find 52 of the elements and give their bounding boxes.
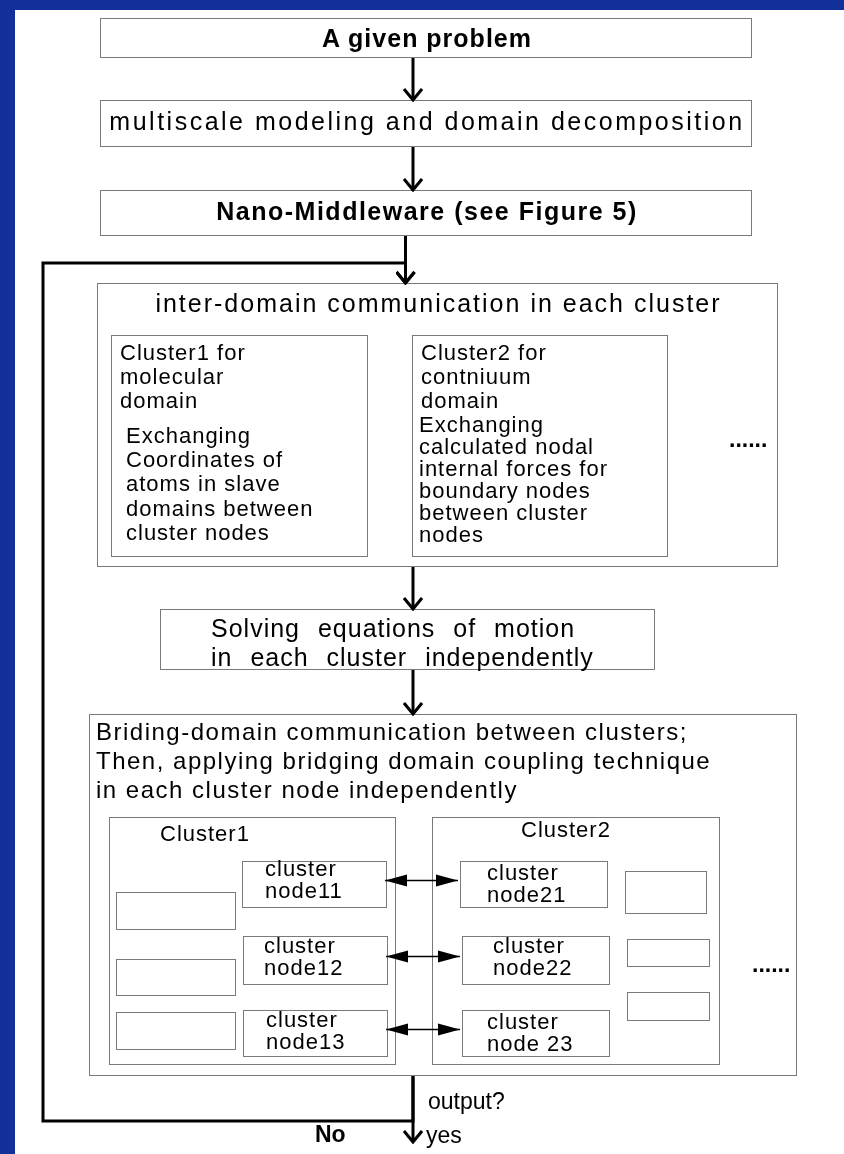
body-text: Exchanging calculated nodal internal forces for boundary nodes between cluster nodes (419, 414, 609, 546)
group-box (97, 283, 778, 567)
process-box (412, 335, 668, 557)
process-box (111, 335, 368, 557)
empty-box (627, 939, 710, 967)
box-label: Nano-Middleware (see Figure 5) (215, 197, 639, 226)
heading-text: Cluster2 (521, 818, 612, 843)
arrow (402, 147, 424, 192)
arrow (402, 670, 424, 716)
process-box (243, 936, 388, 985)
arrow (402, 58, 424, 102)
heading-text: Cluster1 (160, 822, 251, 847)
arrow (41, 261, 416, 1123)
process-box (160, 609, 655, 670)
heading-text: Cluster2 for contniuum domain (421, 341, 548, 414)
group-box (109, 817, 396, 1065)
box-label: cluster node12 (264, 935, 345, 979)
process-box (242, 861, 387, 908)
process-box (100, 18, 752, 58)
empty-box (116, 892, 236, 930)
arrow (402, 1076, 424, 1144)
process-box (243, 1010, 388, 1057)
edge-label: yes (426, 1124, 462, 1147)
heading-text: Cluster1 for molecular domain (120, 341, 247, 414)
empty-box (116, 959, 236, 996)
process-box (100, 190, 752, 236)
group-box (432, 817, 720, 1065)
empty-box (627, 992, 710, 1021)
process-box (462, 936, 610, 985)
heading-text: inter-domain communication in each cluster (154, 289, 723, 318)
process-box (460, 861, 608, 908)
box-label: cluster node22 (493, 935, 574, 979)
arrow (385, 1023, 461, 1036)
box-label: cluster node13 (266, 1009, 347, 1053)
arrow (384, 874, 459, 887)
box-label: multiscale modeling and domain decomposition (108, 107, 746, 136)
edge-label: No (315, 1123, 346, 1146)
arrow (385, 950, 461, 963)
body-text: Exchanging Coordinates of atoms in slave domains between cluster nodes (126, 424, 315, 545)
empty-box (625, 871, 707, 914)
arrow (402, 567, 424, 611)
process-box (100, 100, 752, 147)
box-label: Solving equations of motion in each cluster independently (211, 614, 595, 672)
heading-text: Briding-domain communication between clusters; Then, applying bridging domain coupling technique in each cluster node independently (96, 718, 713, 805)
decision-label: output? (428, 1090, 505, 1113)
box-label: A given problem (321, 24, 533, 53)
group-box (89, 714, 797, 1076)
box-label: cluster node21 (487, 862, 568, 906)
box-label: cluster node11 (265, 858, 344, 902)
box-label: cluster node 23 (487, 1011, 575, 1055)
process-box (462, 1010, 610, 1057)
empty-box (116, 1012, 236, 1050)
